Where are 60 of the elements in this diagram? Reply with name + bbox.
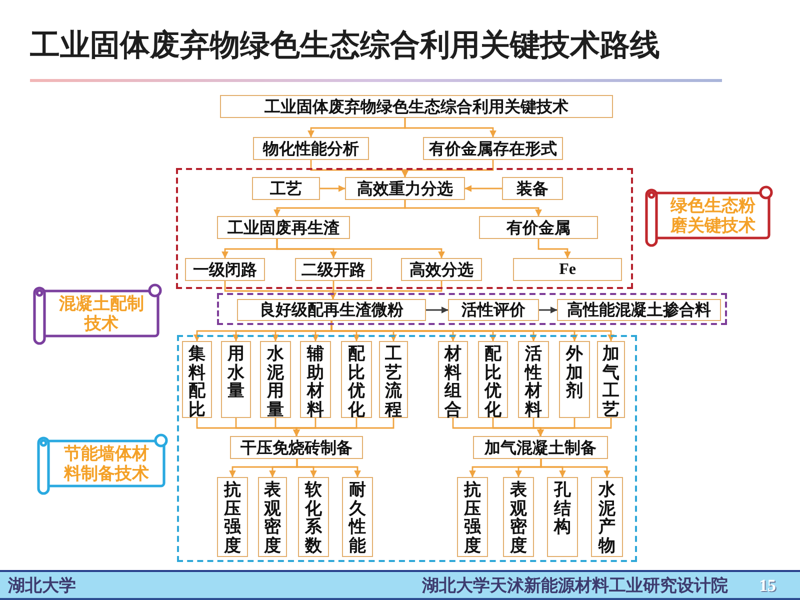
page-number: 15 — [759, 575, 776, 597]
slide-title: 工业固体废弃物绿色生态综合利用关键技术路线 — [30, 27, 660, 65]
process-box: 抗压强度 — [217, 477, 248, 557]
process-box: 材料组合 — [438, 341, 468, 418]
footer-text: 湖北大学 — [8, 575, 76, 597]
connector-arrow — [537, 418, 612, 436]
process-box: 集料配比 — [182, 341, 212, 418]
connector-arrow — [464, 185, 502, 192]
process-box: 二级开路 — [295, 258, 372, 281]
process-box: 软化系数 — [298, 477, 329, 557]
banner-text: 绿色生态粉磨关键技术 — [669, 196, 756, 236]
connector-arrow — [320, 185, 346, 192]
connector-arrow — [296, 459, 361, 478]
process-box: Fe — [513, 258, 622, 281]
banner-text: 节能墙体材料制备技术 — [62, 444, 150, 484]
connector-arrow — [539, 306, 558, 314]
process-box: 有价金属存在形式 — [423, 137, 563, 160]
process-box: 配比优化 — [478, 341, 508, 418]
process-box: 工业固废再生渣 — [217, 216, 350, 239]
process-box: 表观密度 — [258, 477, 287, 557]
process-box: 辅助材料 — [300, 341, 331, 418]
process-box: 耐久性能 — [342, 477, 373, 557]
banner-text: 混凝土配制技术 — [58, 294, 145, 334]
process-box: 工艺 — [252, 177, 320, 200]
connector-arrow — [426, 306, 448, 314]
process-box: 抗压强度 — [457, 477, 488, 557]
connector-arrow — [293, 418, 394, 436]
process-box: 水泥产物 — [591, 477, 623, 557]
dashed-frame — [217, 293, 727, 325]
process-box: 加气工艺 — [597, 341, 625, 418]
process-box: 配比优化 — [341, 341, 372, 418]
connector-arrow — [330, 281, 442, 300]
process-box: 一级闭路 — [185, 258, 265, 281]
process-box: 孔结构 — [547, 477, 578, 557]
connector-arrow — [540, 459, 610, 478]
process-box: 表观密度 — [503, 477, 534, 557]
connector-arrow — [404, 118, 496, 138]
process-box: 水泥用量 — [260, 341, 291, 418]
connector-arrow — [402, 160, 494, 178]
process-box: 装备 — [502, 177, 563, 200]
connector-arrow — [276, 239, 445, 258]
process-box: 物化性能分析 — [253, 137, 369, 160]
process-box: 活性材料 — [518, 341, 549, 418]
process-box: 有价金属 — [479, 216, 598, 239]
process-box: 外加剂 — [559, 341, 590, 418]
connector-arrow — [404, 200, 542, 216]
dashed-frame — [176, 168, 633, 289]
process-box: 工艺流程 — [379, 341, 408, 418]
dashed-frame — [177, 335, 637, 562]
connector-arrow — [538, 239, 571, 258]
process-box: 干压免烧砖制备 — [230, 436, 363, 459]
process-box: 高性能混凝土掺合料 — [557, 299, 721, 321]
process-box: 高效重力分选 — [345, 177, 465, 200]
process-box: 工业固体废弃物绿色生态综合利用关键技术 — [220, 95, 613, 118]
process-box: 良好级配再生渣微粉 — [237, 299, 426, 321]
process-box: 活性评价 — [448, 299, 539, 321]
footer-text: 湖北大学天沭新能源材料工业研究设计院 — [422, 575, 728, 597]
process-box: 加气混凝土制备 — [473, 436, 608, 459]
process-box: 用水量 — [221, 341, 251, 418]
process-box: 高效分选 — [401, 258, 482, 281]
